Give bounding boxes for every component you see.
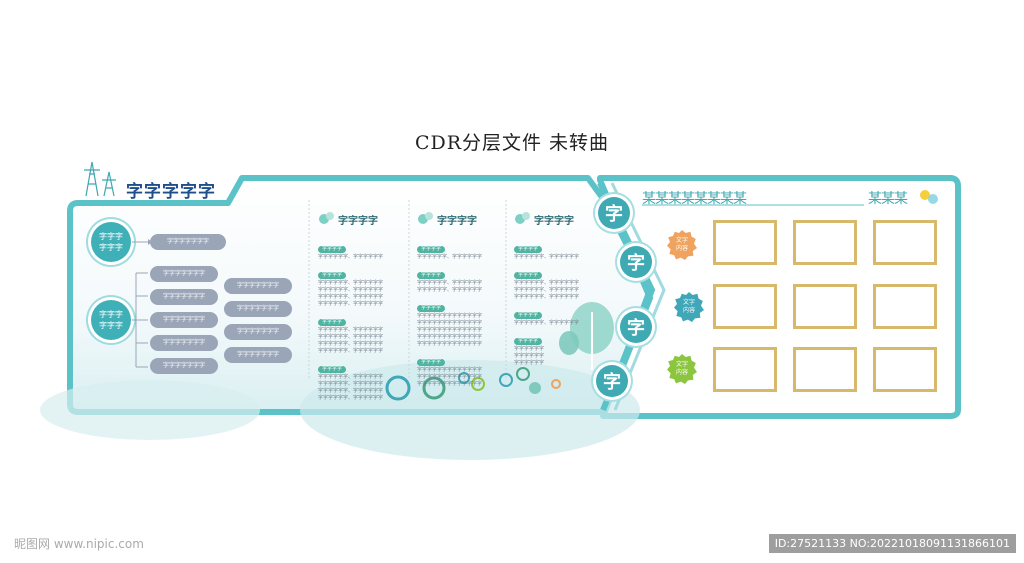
pill-mid-2: 字字字字字字字: [150, 289, 218, 305]
photo-frame-2: [793, 220, 857, 265]
section-label: 字字字字: [417, 246, 446, 253]
bubbles-icon: [318, 210, 334, 229]
section-line: 字字字字字字字字字字字字字: [417, 327, 483, 333]
page-title: CDR分层文件 未转曲: [414, 132, 610, 154]
section-label: 字字字字: [417, 359, 446, 366]
section-line: 字字字字字字、字字字字字字: [417, 280, 483, 286]
column-title: 字字字字: [534, 216, 574, 227]
section-line: 字字字字字字字字字字字字字: [417, 341, 483, 347]
photo-frame-6: [873, 284, 937, 329]
section-line: 字字字字字字、字字字字字字: [318, 395, 384, 401]
pill-right-2: 字字字字字字字: [224, 301, 292, 317]
section-label: 字字字字: [514, 312, 543, 319]
section-line: 字字字字字字、字字字字字字: [318, 280, 384, 286]
photo-frame-8: [793, 347, 857, 392]
column-title: 字字字字: [437, 216, 477, 227]
section-line: 字字字字字字字字字字字字字: [417, 381, 483, 387]
bubbles-icon: [514, 210, 530, 229]
id-bar: ID:27521133 NO:20221018091131866101: [768, 534, 1016, 553]
section-line: 字字字字字字、字字字字字字: [318, 254, 384, 260]
section-line: 字字字字字字、字字字字字字: [318, 287, 384, 293]
text-column-1: 字字字字字字字字字字字字字字、字字字字字字字字字字字字字字字字、字字字字字字字字…: [318, 210, 406, 402]
section-line: 字字字字字字字字字字字字字: [417, 320, 483, 326]
pill-mid-4: 字字字字字字字: [150, 335, 218, 351]
photo-frame-4: [713, 284, 777, 329]
section-line: 字字字字字字、字字字字字字: [318, 388, 384, 394]
section-label: 字字字字: [514, 338, 543, 345]
section-label: 字字字字: [417, 305, 446, 312]
badge-3-text: 文字 内容: [675, 361, 688, 376]
photo-frame-1: [713, 220, 777, 265]
photo-frame-3: [873, 220, 937, 265]
section-line: 字字字字字字字字字字字字字: [417, 367, 483, 373]
section-line: 字字字字字字、字字字字字字: [514, 320, 580, 326]
section-line: 字字字字字字、字字字字字字: [417, 254, 483, 260]
section-label: 字字字字: [514, 272, 543, 279]
section-line: 字字字字字字、字字字字字字: [318, 327, 384, 333]
text-column-3: 字字字字字字字字字字字字字字、字字字字字字字字字字字字字字字字、字字字字字字字字…: [514, 210, 602, 367]
section-label: 字字字字: [318, 319, 347, 326]
section-line: 字字字字字字、字字字字字字: [514, 294, 580, 300]
pill-right-4: 字字字字字字字: [224, 347, 292, 363]
right-title-right: 某某某: [868, 191, 908, 207]
section-line: 字字字字字字、字字字字字字: [318, 381, 384, 387]
photo-frame-5: [793, 284, 857, 329]
section-label: 字字字字: [417, 272, 446, 279]
badge-2-text: 文字 内容: [682, 299, 695, 314]
section-label: 字字字字: [318, 246, 347, 253]
column-1-header: 字字字字: [318, 210, 406, 229]
yellow-dot-icon: [920, 190, 930, 200]
section-line: 字字字字字字、字字字字字字: [318, 348, 384, 354]
pill-mid-3: 字字字字字字字: [150, 312, 218, 328]
column-title: 字字字字: [338, 216, 378, 227]
bubble-1: 字字字 字字字: [91, 222, 131, 262]
section-line: 字字字字字字字字字字字字字: [417, 374, 483, 380]
section-line: 字字字字字字、字字字字字字: [514, 287, 580, 293]
left-panel-title: 字字字字字: [126, 182, 216, 202]
watermark: 昵图网 www.nipic.com: [14, 537, 144, 551]
photo-frame-9: [873, 347, 937, 392]
zi-circle-2: 字: [620, 246, 652, 278]
zi-circle-1: 字: [598, 197, 630, 229]
section-line: 字字字字字字、字字字字字字: [514, 254, 580, 260]
bubble-2: 字字字 字字字: [91, 300, 131, 340]
section-label: 字字字字: [514, 246, 543, 253]
pill-mid-1: 字字字字字字字: [150, 266, 218, 282]
photo-frame-7: [713, 347, 777, 392]
right-title-left: 某某某某某某某某: [642, 191, 747, 207]
section-line: 字字字字字字、字字字字字字: [417, 287, 483, 293]
section-line: 字字字字字字、字字字字字字: [318, 334, 384, 340]
pill-right-3: 字字字字字字字: [224, 324, 292, 340]
bubbles-icon: [417, 210, 433, 229]
section-label: 字字字字: [318, 272, 347, 279]
pill-right-1: 字字字字字字字: [224, 278, 292, 294]
section-line: 字字字字字字、字字字字字字: [318, 294, 384, 300]
section-line: 字字字字字字、字字字字字字: [318, 374, 384, 380]
section-line: 字字字字字字: [514, 346, 545, 352]
section-line: 字字字字字字、字字字字字字: [514, 280, 580, 286]
column-2-header: 字字字字: [417, 210, 505, 229]
pill-mid-5: 字字字字字字字: [150, 358, 218, 374]
section-line: 字字字字字字字字字字字字字: [417, 313, 483, 319]
section-label: 字字字字: [318, 366, 347, 373]
text-column-2: 字字字字字字字字字字字字字字、字字字字字字字字字字字字字字字字、字字字字字字字字…: [417, 210, 505, 388]
column-3-header: 字字字字: [514, 210, 602, 229]
blue-dot-icon: [928, 194, 938, 204]
section-line: 字字字字字字、字字字字字字: [318, 341, 384, 347]
section-line: 字字字字字字字字字字字字字: [417, 334, 483, 340]
pill-top: 字字字字字字字: [150, 234, 226, 250]
section-line: 字字字字字字、字字字字字字: [318, 301, 384, 307]
connector-lines: [132, 239, 152, 368]
zi-circle-3: 字: [620, 311, 652, 343]
section-line: 字字字字字字: [514, 353, 545, 359]
zi-circle-4: 字: [596, 365, 628, 397]
section-line: 字字字字字字: [514, 360, 545, 366]
badge-1-text: 文字 内容: [675, 237, 688, 252]
